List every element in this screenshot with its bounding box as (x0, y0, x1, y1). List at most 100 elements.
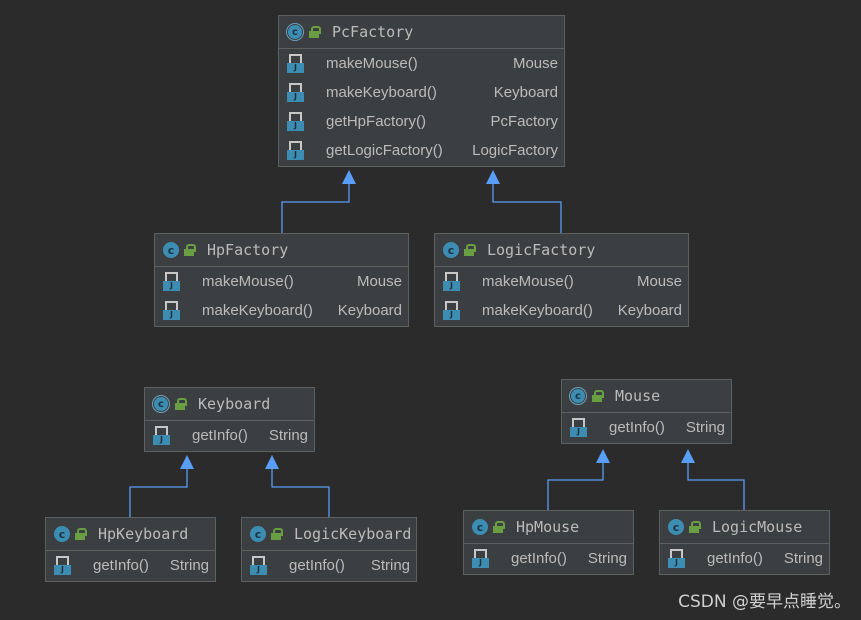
method-icon (287, 83, 304, 102)
method-name: getInfo() (609, 419, 665, 436)
method-icon (443, 301, 460, 320)
method-return-type: Keyboard (493, 84, 558, 101)
class-box-logicmouse[interactable]: c LogicMouse getInfo() String (659, 510, 830, 575)
class-icon: c (571, 389, 585, 403)
method-name: makeMouse() (482, 273, 574, 290)
public-lock-icon (309, 26, 321, 38)
class-icon: c (668, 519, 684, 535)
class-icon: c (288, 25, 302, 39)
class-box-keyboard[interactable]: c Keyboard getInfo() String (144, 387, 315, 452)
method-return-type: Keyboard (617, 302, 682, 319)
method-icon (250, 556, 267, 575)
method-return-type: LogicFactory (472, 142, 558, 159)
class-box-pcfactory[interactable]: cPcFactorymakeMouse()MousemakeKeyboard()… (278, 15, 565, 167)
method-row[interactable]: makeKeyboard() Keyboard (435, 296, 688, 325)
class-header: c HpKeyboard (46, 518, 215, 551)
method-icon (570, 418, 587, 437)
method-row[interactable]: getInfo()String (242, 551, 416, 580)
class-box-logickeyboard[interactable]: cLogicKeyboardgetInfo()String (241, 517, 417, 582)
public-lock-icon (493, 521, 505, 533)
inheritance-line-hpkeyboard (129, 469, 188, 517)
method-icon (54, 556, 71, 575)
method-icon (668, 549, 685, 568)
method-return-type: String (268, 427, 308, 444)
method-icon (472, 549, 489, 568)
method-name: getLogicFactory() (326, 142, 443, 159)
method-return-type: String (685, 419, 725, 436)
method-row[interactable]: getInfo() String (46, 551, 215, 580)
method-name: makeKeyboard() (202, 302, 313, 319)
inheritance-arrowhead-icon (180, 455, 194, 469)
class-box-mouse[interactable]: c Mouse getInfo() String (561, 379, 732, 444)
class-name: LogicFactory (487, 241, 596, 259)
class-name: LogicMouse (712, 518, 803, 536)
csdn-watermark: CSDN @要早点睡觉。 (678, 592, 851, 612)
class-icon: c (443, 242, 459, 258)
method-return-type: Mouse (512, 55, 558, 72)
class-icon: c (250, 526, 266, 542)
class-name: Keyboard (198, 395, 271, 413)
method-name: makeMouse() (202, 273, 294, 290)
method-return-type: String (783, 550, 823, 567)
method-row[interactable]: getInfo() String (145, 421, 314, 450)
class-name: Mouse (615, 387, 661, 405)
method-name: getInfo() (289, 557, 345, 574)
method-name: getInfo() (93, 557, 149, 574)
method-icon (443, 272, 460, 291)
method-return-type: String (169, 557, 209, 574)
method-icon (163, 301, 180, 320)
method-row[interactable]: makeMouse()Mouse (279, 49, 564, 78)
inheritance-line-logicmouse (687, 463, 745, 510)
method-name: makeKeyboard() (482, 302, 593, 319)
class-icon: c (154, 397, 168, 411)
inheritance-arrowhead-icon (342, 170, 356, 184)
inheritance-arrowhead-icon (486, 170, 500, 184)
method-icon (287, 141, 304, 160)
method-return-type: Mouse (636, 273, 682, 290)
method-row[interactable]: getInfo() String (660, 544, 829, 573)
class-name: PcFactory (332, 23, 414, 41)
method-name: getInfo() (192, 427, 248, 444)
class-header: c LogicMouse (660, 511, 829, 544)
method-row[interactable]: makeKeyboard()Keyboard (279, 78, 564, 107)
class-header: c LogicFactory (435, 234, 688, 267)
public-lock-icon (175, 398, 187, 410)
method-return-type: PcFactory (490, 113, 558, 130)
method-return-type: Keyboard (337, 302, 402, 319)
class-header: c Keyboard (145, 388, 314, 421)
class-header: c Mouse (562, 380, 731, 413)
method-row[interactable]: getInfo() String (562, 413, 731, 442)
method-icon (163, 272, 180, 291)
inheritance-arrowhead-icon (596, 449, 610, 463)
public-lock-icon (75, 528, 87, 540)
public-lock-icon (184, 244, 196, 256)
class-header: c PcFactory (279, 16, 564, 49)
method-return-type: Mouse (356, 273, 402, 290)
method-row[interactable]: makeMouse() Mouse (155, 267, 408, 296)
method-icon (287, 54, 304, 73)
public-lock-icon (689, 521, 701, 533)
abstract-class-icon: c (152, 395, 170, 413)
class-box-logicfactory[interactable]: c LogicFactory makeMouse() Mouse makeKeyboar… (434, 233, 689, 327)
method-row[interactable]: getInfo()String (464, 544, 633, 573)
class-name: HpKeyboard (98, 525, 189, 543)
class-box-hpmouse[interactable]: cHpMousegetInfo()String (463, 510, 634, 575)
method-row[interactable]: makeKeyboard() Keyboard (155, 296, 408, 325)
class-icon: c (54, 526, 70, 542)
abstract-class-icon: c (286, 23, 304, 41)
method-icon (287, 112, 304, 131)
inheritance-line-logicfactory (492, 184, 562, 233)
method-name: getInfo() (707, 550, 763, 567)
class-name: HpMouse (516, 518, 580, 536)
method-name: getHpFactory() (326, 113, 427, 130)
method-row[interactable]: getHpFactory() PcFactory (279, 107, 564, 136)
class-box-hpkeyboard[interactable]: c HpKeyboard getInfo() String (45, 517, 216, 582)
method-row[interactable]: makeMouse() Mouse (435, 267, 688, 296)
method-row[interactable]: getLogicFactory() LogicFactory (279, 136, 564, 165)
abstract-class-icon: c (569, 387, 587, 405)
